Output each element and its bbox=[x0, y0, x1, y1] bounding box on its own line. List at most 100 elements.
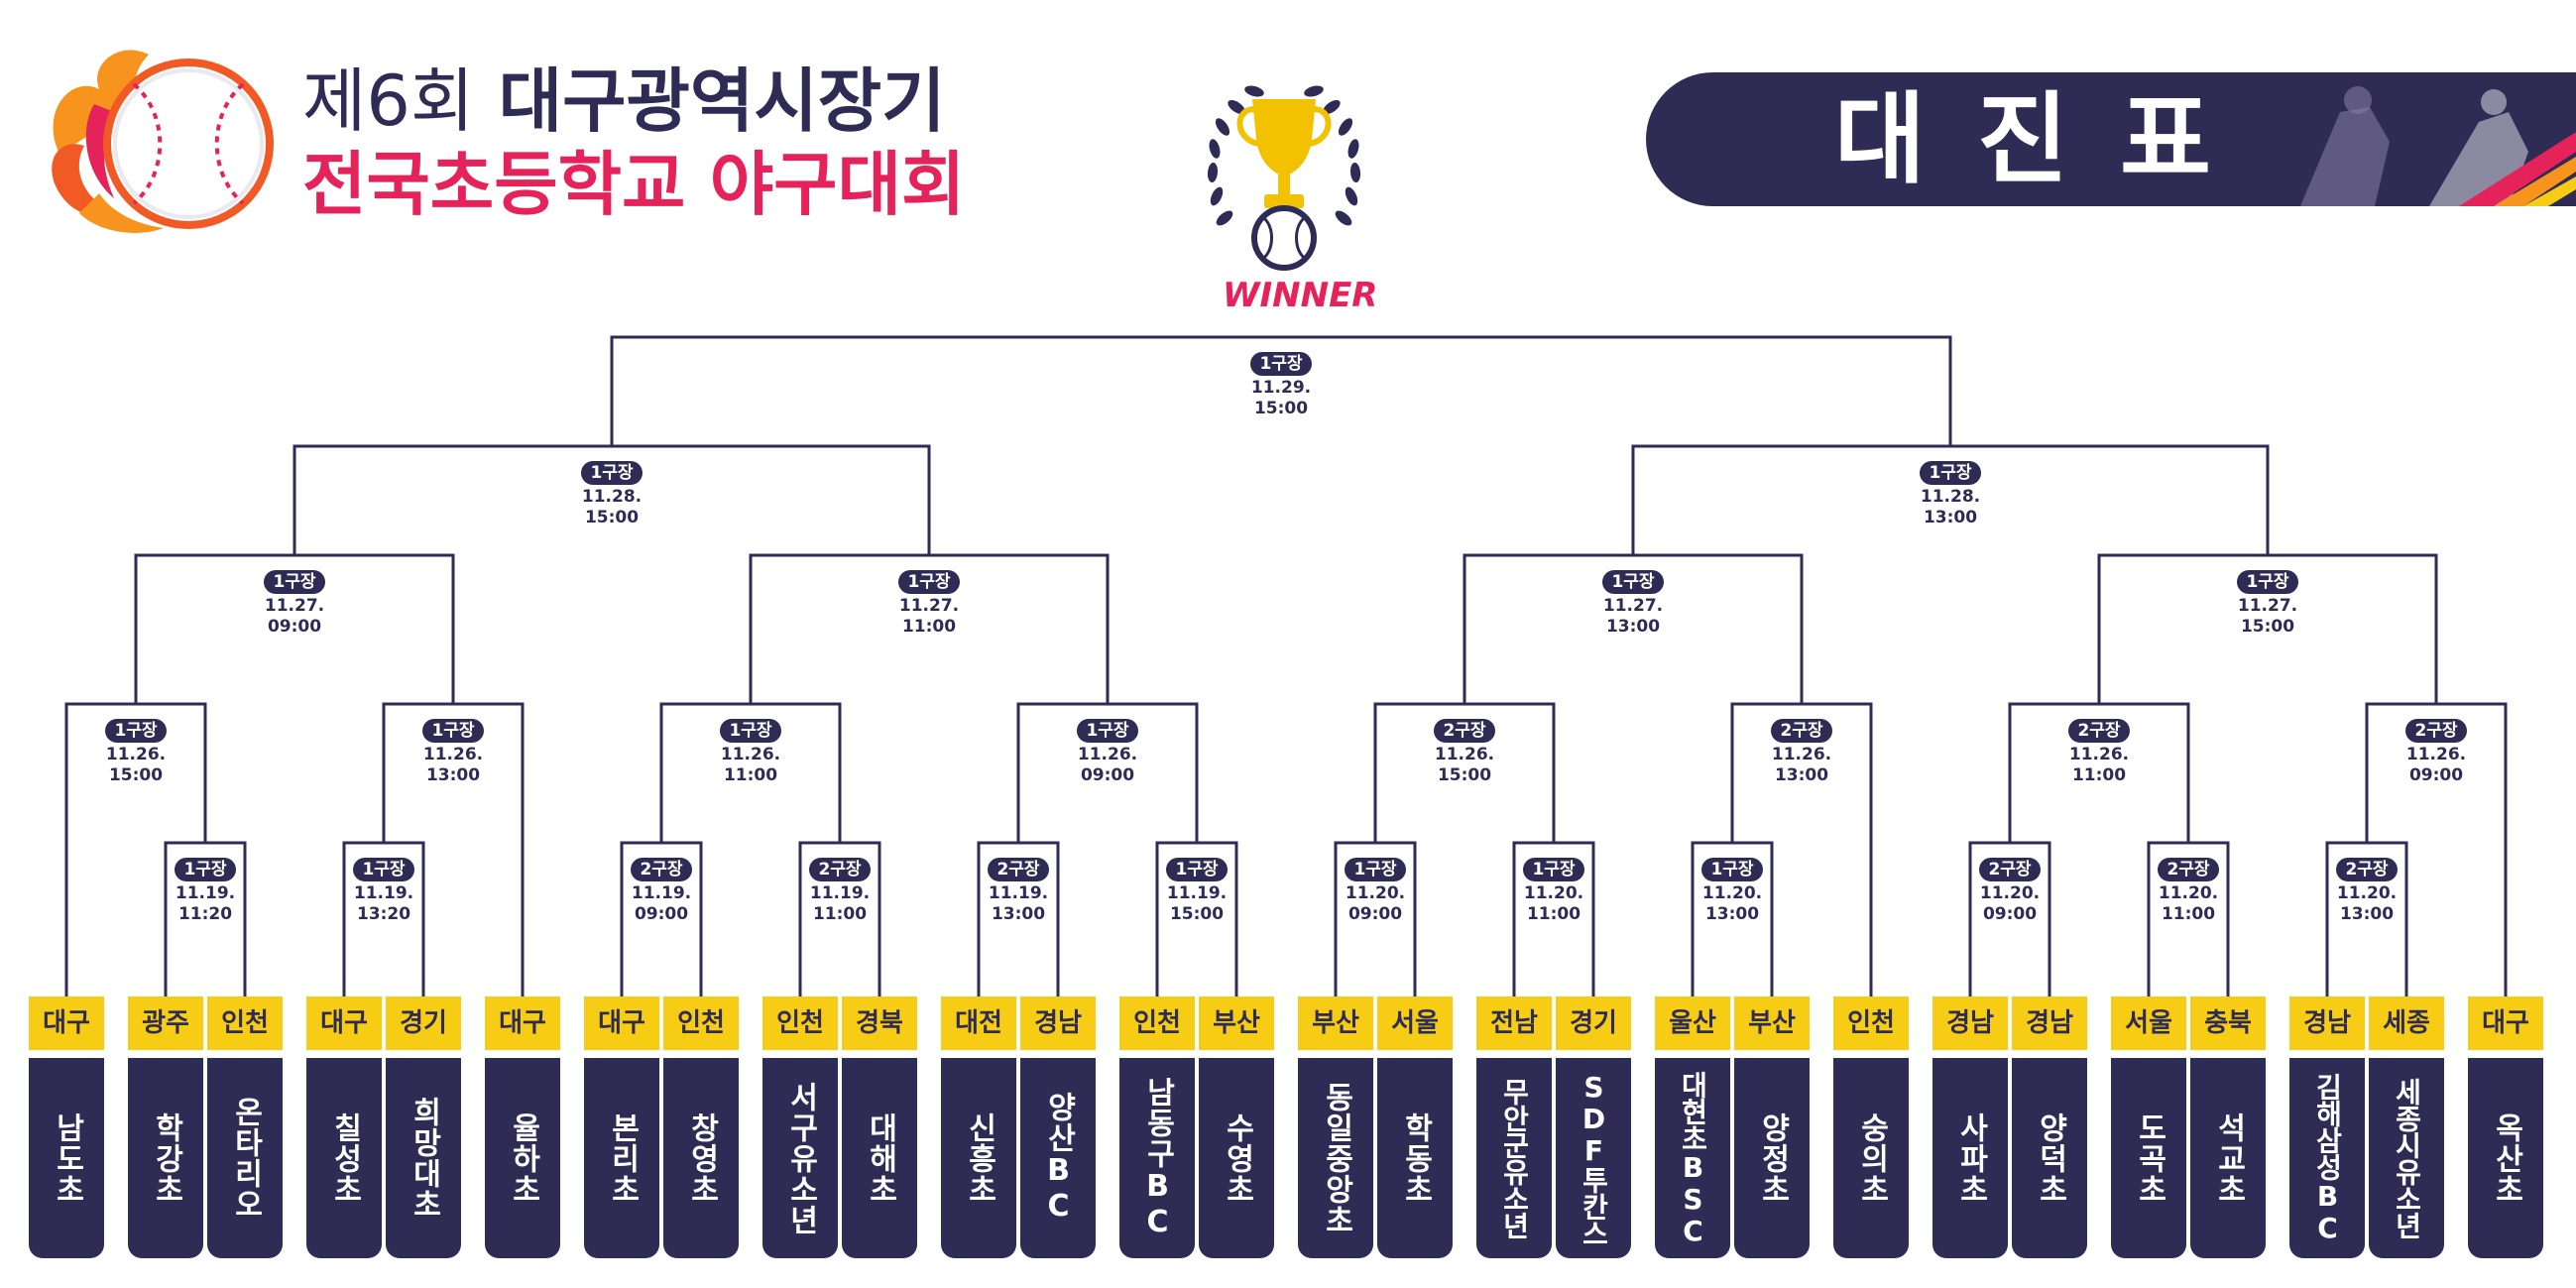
venue-badge: 2구장 bbox=[631, 858, 692, 881]
team-region: 대구 bbox=[306, 996, 382, 1050]
venue-badge: 2구장 bbox=[2158, 858, 2219, 881]
team-school-name: 석교초 bbox=[2211, 1112, 2246, 1205]
team-region: 인천 bbox=[762, 996, 838, 1050]
venue-badge: 2구장 bbox=[1771, 719, 1832, 743]
match-time: 13:00 bbox=[2339, 904, 2395, 924]
match-time: 13:00 bbox=[425, 765, 481, 785]
venue-badge: 1구장 bbox=[1602, 570, 1664, 594]
match-time: 11:20 bbox=[177, 904, 233, 924]
team-region: 대구 bbox=[584, 996, 659, 1050]
match-date: 11.26. bbox=[2405, 745, 2467, 764]
match-date: 11.27. bbox=[2237, 596, 2298, 616]
match-time: 09:00 bbox=[1080, 765, 1135, 785]
team-school-name: 양산BC bbox=[1041, 1092, 1076, 1225]
title-prefix: 제6회 bbox=[302, 60, 475, 142]
match-date: 11.27. bbox=[1602, 596, 1664, 616]
venue-badge: 1구장 bbox=[105, 719, 167, 743]
team-school-name: 숭의초 bbox=[1854, 1112, 1889, 1205]
banner-title: 대진표 bbox=[1834, 81, 2263, 197]
team-region: 인천 bbox=[1833, 996, 1909, 1050]
match-time: 11:00 bbox=[2161, 904, 2216, 924]
team-school: 무안군유소년 bbox=[1476, 1058, 1552, 1258]
team-school: 수영초 bbox=[1199, 1058, 1274, 1258]
team-school-name: 대현초BSC bbox=[1677, 1070, 1709, 1246]
venue-badge: 2구장 bbox=[1979, 858, 2041, 881]
venue-badge: 1구장 bbox=[1250, 352, 1312, 376]
team-region: 경기 bbox=[1556, 996, 1631, 1050]
team-school: 율하초 bbox=[485, 1058, 560, 1258]
venue-badge: 1구장 bbox=[422, 719, 484, 743]
match-time: 11:00 bbox=[723, 765, 778, 785]
team-school-name: 양덕초 bbox=[2033, 1112, 2067, 1205]
match-date: 11.28. bbox=[581, 487, 643, 507]
team-region: 세종 bbox=[2369, 996, 2444, 1050]
match-time: 09:00 bbox=[1347, 904, 1403, 924]
match-time: 11:00 bbox=[812, 904, 868, 924]
match-date: 11.26. bbox=[720, 745, 781, 764]
match-date: 11.20. bbox=[2336, 883, 2398, 903]
match-time: 13:00 bbox=[1605, 617, 1661, 637]
team-school-name: 서구유소년 bbox=[783, 1081, 818, 1235]
venue-badge: 1구장 bbox=[581, 461, 643, 485]
venue-badge: 1구장 bbox=[175, 858, 236, 881]
team-school-name: 남도초 bbox=[50, 1112, 84, 1205]
venue-badge: 1구장 bbox=[720, 719, 781, 743]
team-region: 경남 bbox=[2012, 996, 2087, 1050]
team-school: 세종시유소년 bbox=[2369, 1058, 2444, 1258]
team-school: 창영초 bbox=[663, 1058, 739, 1258]
match-date: 11.26. bbox=[1434, 745, 1495, 764]
match-date: 11.19. bbox=[353, 883, 414, 903]
match-time: 09:00 bbox=[267, 617, 322, 637]
venue-badge: 2구장 bbox=[988, 858, 1049, 881]
team-school-name: 옥산초 bbox=[2489, 1112, 2523, 1205]
team-school: 숭의초 bbox=[1833, 1058, 1909, 1258]
team-school-name: 무안군유소년 bbox=[1498, 1078, 1531, 1238]
venue-badge: 1구장 bbox=[1077, 719, 1138, 743]
match-time: 15:00 bbox=[108, 765, 164, 785]
team-school-name: 율하초 bbox=[506, 1112, 540, 1205]
team-region: 경남 bbox=[1020, 996, 1096, 1050]
venue-badge: 1구장 bbox=[264, 570, 325, 594]
match-time: 15:00 bbox=[2240, 617, 2295, 637]
team-school: 칠성초 bbox=[306, 1058, 382, 1258]
team-school-name: 본리초 bbox=[605, 1112, 640, 1205]
venue-badge: 1구장 bbox=[1166, 858, 1228, 881]
team-region: 인천 bbox=[663, 996, 739, 1050]
match-date: 11.19. bbox=[809, 883, 871, 903]
team-region: 경기 bbox=[386, 996, 461, 1050]
match-date: 11.26. bbox=[1771, 745, 1832, 764]
match-date: 11.19. bbox=[1166, 883, 1228, 903]
team-school-name: 양정초 bbox=[1755, 1112, 1790, 1205]
venue-badge: 1구장 bbox=[1523, 858, 1584, 881]
team-region: 경남 bbox=[2289, 996, 2365, 1050]
venue-badge: 1구장 bbox=[353, 858, 414, 881]
team-school: 양정초 bbox=[1734, 1058, 1810, 1258]
team-school-name: 김해삼성BC bbox=[2311, 1073, 2344, 1243]
match-time: 15:00 bbox=[1253, 399, 1309, 418]
title-sub: 전국초등학교 야구대회 bbox=[302, 144, 966, 225]
